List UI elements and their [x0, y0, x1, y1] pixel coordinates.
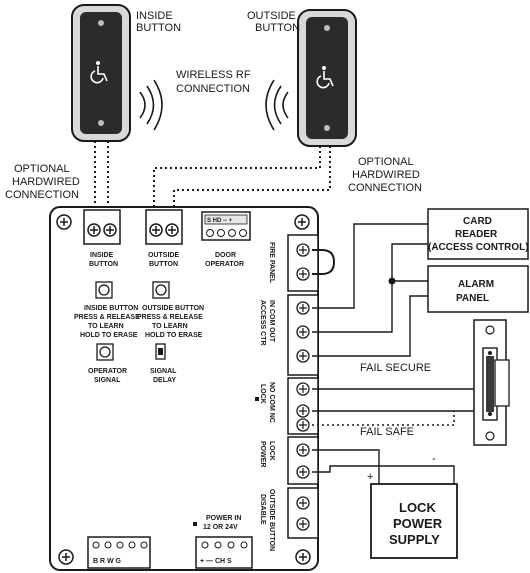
wireless-waves-left — [139, 79, 163, 131]
fire-panel-label: FIRE PANEL — [268, 242, 275, 284]
lock-supply-label-2: POWER — [393, 516, 443, 531]
lock-wires — [312, 388, 474, 412]
card-reader-label-2: READER — [455, 229, 498, 240]
outside-button-device — [297, 9, 357, 147]
terminal-screw-crosses — [299, 246, 307, 528]
learn-outside-text-3: TO LEARN — [152, 323, 188, 330]
inside-button-label-1: INSIDE — [136, 10, 173, 22]
alarm-panel-label-1: ALARM — [458, 279, 494, 290]
power-in-label-1: POWER IN — [206, 515, 241, 522]
card-reader-label-3: (ACCESS CONTROL) — [428, 242, 529, 253]
outside-terminal-label-2: BUTTON — [149, 261, 178, 268]
learn-inside-text-2: PRESS & RELEASE — [74, 314, 140, 321]
card-reader-label-1: CARD — [463, 216, 492, 227]
fail-safe-label: FAIL SAFE — [360, 426, 414, 438]
lock-power-label-1: LOCK — [268, 441, 275, 461]
power-pins-label: + — CH S — [200, 558, 232, 565]
signal-delay-pot — [155, 343, 166, 360]
door-operator-pins: S HD -- + — [207, 218, 233, 224]
access-control-wires — [312, 223, 428, 357]
supply-minus-label: - — [432, 453, 436, 465]
learn-inside-text-4: HOLD TO ERASE — [80, 332, 138, 339]
door-operator-block — [201, 211, 251, 241]
optional-right-2: HARDWIRED — [352, 169, 420, 181]
outside-disable-label-2: DISABLE — [259, 494, 266, 525]
power-in-block — [195, 536, 253, 569]
optional-left-1: OPTIONAL — [14, 163, 70, 175]
brwg-label: B R W G — [93, 558, 122, 565]
operator-signal-label-2: SIGNAL — [94, 377, 121, 384]
learn-inside-button — [95, 281, 113, 299]
mounting-screw-icon — [56, 214, 72, 230]
lock-supply-label-3: SUPPLY — [389, 532, 440, 547]
mounting-screw-icon — [295, 549, 311, 565]
junction-dot — [388, 277, 396, 285]
inside-terminal-label-2: BUTTON — [89, 261, 118, 268]
signal-delay-label-1: SIGNAL — [150, 368, 177, 375]
electric-strike — [473, 319, 510, 446]
door-operator-label-1: DOOR — [215, 252, 236, 259]
wireless-label-2: CONNECTION — [176, 83, 250, 95]
operator-signal-button — [96, 343, 114, 361]
door-operator-label-2: OPERATOR — [205, 261, 244, 268]
mounting-screw-icon — [58, 549, 74, 565]
inside-button-device — [71, 4, 131, 142]
optional-left-2: HARDWIRED — [12, 176, 80, 188]
controller-board — [49, 206, 319, 571]
learn-inside-text-3: TO LEARN — [88, 323, 124, 330]
card-reader-box — [427, 208, 529, 260]
inside-terminal-block — [83, 209, 121, 245]
hardwired-dotted-lines — [94, 141, 331, 210]
supply-plus-label: + — [367, 471, 373, 483]
outside-button-label-2: BUTTON — [255, 22, 300, 34]
learn-outside-text-4: HOLD TO ERASE — [145, 332, 203, 339]
wheelchair-icon — [90, 61, 108, 84]
signal-delay-label-2: DELAY — [153, 377, 176, 384]
learn-outside-text-1: OUTSIDE BUTTON — [142, 305, 204, 312]
lock-power-supply-box — [370, 483, 458, 559]
brwg-terminal-block — [87, 536, 151, 569]
lock-label-2: LOCK — [259, 384, 266, 404]
power-in-label-2: 12 OR 24V — [203, 524, 238, 531]
alarm-panel-label-2: PANEL — [456, 293, 489, 304]
power-indicator — [193, 522, 197, 526]
outside-disable-label-1: OUTSIDE BUTTON — [268, 489, 275, 551]
mounting-screw-icon — [294, 214, 310, 230]
learn-inside-text-1: INSIDE BUTTON — [84, 305, 138, 312]
inside-terminal-label-1: INSIDE — [90, 252, 114, 259]
outside-terminal-label-1: OUTSIDE — [148, 252, 179, 259]
optional-right-1: OPTIONAL — [358, 156, 414, 168]
wheelchair-icon — [316, 66, 334, 89]
wireless-label-1: WIRELESS RF — [176, 69, 251, 81]
learn-outside-text-2: PRESS & RELEASE — [137, 314, 203, 321]
access-ctr-label-2: ACCESS CTR — [259, 300, 266, 346]
fail-safe-dotted — [312, 411, 455, 426]
supply-wires — [312, 449, 455, 484]
alarm-panel-box — [427, 265, 529, 313]
lock-label-1: NO COM NC — [268, 382, 275, 423]
lock-supply-label-1: LOCK — [399, 500, 436, 515]
outside-terminal-block — [145, 209, 183, 245]
lock-power-label-2: POWER — [259, 441, 266, 467]
access-ctr-label-1: IN COM OUT — [268, 300, 275, 343]
operator-signal-label-1: OPERATOR — [88, 368, 127, 375]
fire-panel-jumper — [312, 249, 336, 275]
optional-right-3: CONNECTION — [348, 182, 422, 194]
lock-indicator — [255, 397, 259, 401]
fail-secure-label: FAIL SECURE — [360, 362, 431, 374]
outside-button-label-1: OUTSIDE — [247, 10, 296, 22]
optional-left-3: CONNECTION — [5, 189, 79, 201]
wireless-waves-right — [265, 79, 289, 131]
inside-button-label-2: BUTTON — [136, 22, 181, 34]
learn-outside-button — [152, 281, 170, 299]
